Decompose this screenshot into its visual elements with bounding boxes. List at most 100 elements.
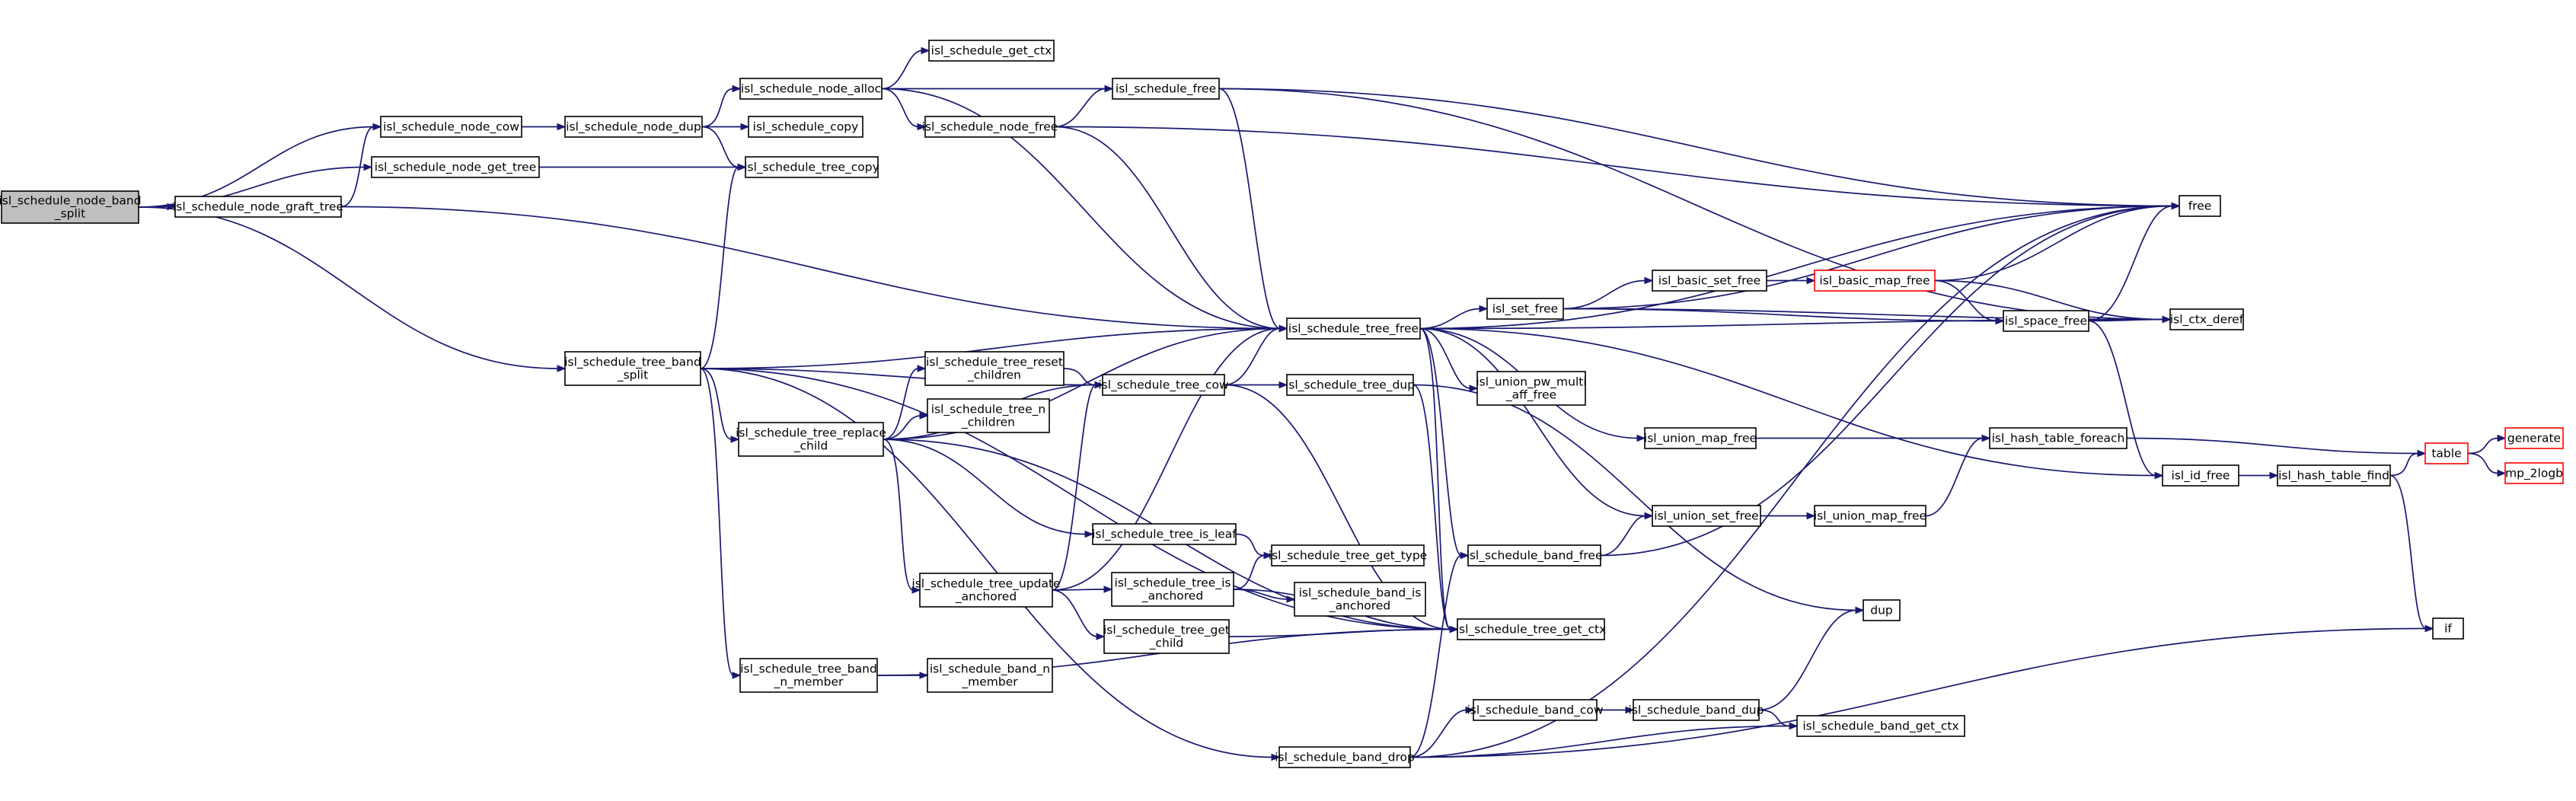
node-box[interactable] [739, 78, 883, 100]
node-table[interactable]: table [2424, 442, 2469, 464]
node-box[interactable] [927, 658, 1053, 693]
node-box[interactable] [1633, 699, 1760, 721]
node-bmap-free[interactable]: isl_basic_map_free [1814, 270, 1936, 292]
node-box[interactable] [927, 398, 1050, 433]
node-t-nmember[interactable]: isl_schedule_tree_band_n_member [739, 658, 878, 693]
node-b-isanch[interactable]: isl_schedule_band_is_anchored [1294, 582, 1426, 617]
node-box[interactable] [1286, 374, 1414, 396]
node-box[interactable] [1278, 746, 1411, 768]
node-box[interactable] [1644, 427, 1757, 449]
node-hash-find[interactable]: isl_hash_table_find [2277, 464, 2391, 487]
node-t-reset[interactable]: isl_schedule_tree_reset_children [924, 351, 1065, 386]
node-t-gettype[interactable]: isl_schedule_tree_get_type [1269, 544, 1427, 566]
node-box[interactable] [1, 190, 139, 224]
node-t-dup[interactable]: isl_schedule_tree_dup [1285, 374, 1415, 396]
node-t-getctx[interactable]: isl_schedule_tree_get_ctx [1456, 618, 1607, 640]
node-box[interactable] [1457, 618, 1605, 640]
node-box[interactable] [1486, 298, 1564, 320]
node-box[interactable] [924, 116, 1055, 138]
node-box[interactable] [1294, 582, 1426, 617]
node-box[interactable] [1863, 599, 1901, 621]
node-uset-free[interactable]: isl_union_set_free [1652, 505, 1761, 527]
node-n-band-split[interactable]: isl_schedule_node_band_split [0, 190, 142, 224]
node-box[interactable] [919, 573, 1053, 608]
node-bset-free[interactable]: isl_basic_set_free [1652, 270, 1767, 292]
node-t-band-split[interactable]: isl_schedule_tree_band_split [564, 351, 701, 386]
node-box[interactable] [1652, 505, 1761, 527]
node-box[interactable] [924, 351, 1065, 386]
node-n-get-tree[interactable]: isl_schedule_node_get_tree [371, 156, 540, 178]
node-box[interactable] [2504, 462, 2564, 484]
node-n-graft[interactable]: isl_schedule_node_graft_tree [173, 196, 343, 218]
node-b-cow[interactable]: isl_schedule_band_cow [1467, 699, 1604, 721]
node-n-get-ctx[interactable]: isl_schedule_get_ctx [928, 40, 1055, 62]
node-box[interactable] [2179, 195, 2221, 217]
node-box[interactable] [1092, 523, 1237, 545]
node-box[interactable] [1102, 374, 1225, 396]
node-ctx-deref[interactable]: isl_ctx_deref [2169, 308, 2244, 330]
node-t-cow[interactable]: isl_schedule_tree_cow [1098, 374, 1229, 396]
node-box[interactable] [2504, 427, 2564, 449]
node-t-getchild[interactable]: isl_schedule_tree_get_child [1103, 619, 1230, 654]
node-t-replace[interactable]: isl_schedule_tree_replace_child [736, 422, 886, 457]
node-n-alloc[interactable]: isl_schedule_node_alloc [739, 78, 883, 100]
node-umap-free2[interactable]: isl_union_map_free [1814, 505, 1926, 527]
node-box[interactable] [1271, 544, 1425, 566]
node-box[interactable] [748, 116, 863, 138]
node-box[interactable] [2003, 310, 2089, 332]
node-box[interactable] [2277, 464, 2391, 487]
node-box[interactable] [1796, 715, 1965, 737]
node-t-free[interactable]: isl_schedule_tree_free [1286, 318, 1421, 340]
node-box[interactable] [1814, 505, 1926, 527]
node-box[interactable] [2432, 618, 2464, 640]
node-n-node-free[interactable]: isl_schedule_node_free [922, 116, 1058, 138]
node-n-tree-copy[interactable]: isl_schedule_tree_copy [744, 156, 879, 178]
node-mp-2logb[interactable]: mp_2logb [2504, 462, 2564, 484]
node-box[interactable] [1814, 270, 1936, 292]
node-box[interactable] [371, 156, 540, 178]
node-b-free[interactable]: isl_schedule_band_free [1467, 544, 1603, 566]
node-t-isleaf[interactable]: isl_schedule_tree_is_leaf [1092, 523, 1237, 545]
node-t-nchildren[interactable]: isl_schedule_tree_n_children [927, 398, 1050, 433]
node-n-node-dup[interactable]: isl_schedule_node_dup [564, 116, 703, 138]
node-box[interactable] [1111, 572, 1234, 607]
node-free[interactable]: free [2179, 195, 2221, 217]
node-n-copy[interactable]: isl_schedule_copy [748, 116, 863, 138]
node-b-getctx[interactable]: isl_schedule_band_get_ctx [1796, 715, 1965, 737]
node-box[interactable] [1473, 699, 1598, 721]
node-box[interactable] [739, 658, 878, 693]
node-box[interactable] [1467, 544, 1601, 566]
node-t-isanch[interactable]: isl_schedule_tree_is_anchored [1111, 572, 1234, 607]
node-dup[interactable]: dup [1863, 599, 1901, 621]
node-box[interactable] [1652, 270, 1767, 292]
node-n-sched-free[interactable]: isl_schedule_free [1112, 78, 1220, 100]
node-box[interactable] [738, 422, 884, 457]
node-box[interactable] [745, 156, 879, 178]
node-t-update[interactable]: isl_schedule_tree_update_anchored [911, 573, 1061, 608]
node-upma-free[interactable]: isl_union_pw_multi_aff_free [1476, 371, 1587, 406]
node-b-drop[interactable]: isl_schedule_band_drop [1275, 746, 1415, 768]
node-space-free[interactable]: isl_space_free [2003, 310, 2089, 332]
node-set-free[interactable]: isl_set_free [1486, 298, 1564, 320]
node-box[interactable] [1112, 78, 1220, 100]
node-generate[interactable]: generate [2504, 427, 2564, 449]
node-box[interactable] [1989, 427, 2128, 449]
node-b-dup[interactable]: isl_schedule_band_dup [1629, 699, 1764, 721]
node-hash-foreach[interactable]: isl_hash_table_foreach [1989, 427, 2128, 449]
node-box[interactable] [174, 196, 342, 218]
node-box[interactable] [1476, 371, 1586, 406]
node-box[interactable] [2162, 464, 2239, 487]
node-n-cow[interactable]: isl_schedule_node_cow [380, 116, 522, 138]
node-box[interactable] [1103, 619, 1230, 654]
node-box[interactable] [380, 116, 522, 138]
node-box[interactable] [564, 351, 701, 386]
node-id-free[interactable]: isl_id_free [2162, 464, 2239, 487]
node-box[interactable] [2424, 442, 2469, 464]
node-box[interactable] [564, 116, 703, 138]
node-b-nmember[interactable]: isl_schedule_band_n_member [927, 658, 1053, 693]
node-if[interactable]: if [2432, 618, 2464, 640]
node-box[interactable] [2169, 308, 2244, 330]
node-box[interactable] [1286, 318, 1421, 340]
node-box[interactable] [928, 40, 1055, 62]
node-umap-free1[interactable]: isl_union_map_free [1644, 427, 1757, 449]
